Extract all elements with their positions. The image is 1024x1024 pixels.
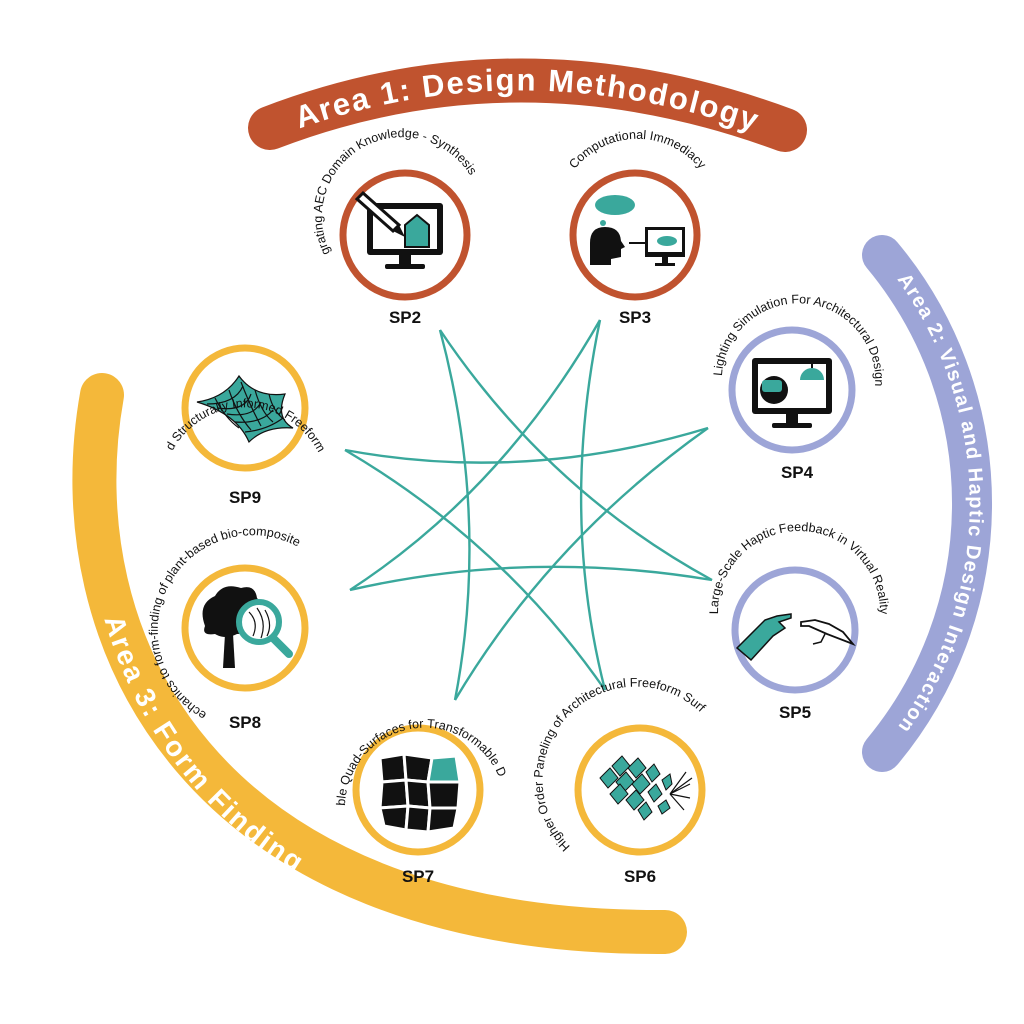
tree-magnifier-icon [202, 586, 293, 668]
project-sp7[interactable]: SP7 [352, 724, 484, 886]
star-curve [349, 565, 713, 592]
star-curve [344, 448, 606, 691]
paneled-surface-icon [599, 755, 693, 821]
star-curve [438, 329, 471, 701]
star-curve [453, 427, 709, 701]
sp8-label: SP8 [229, 713, 261, 732]
sp6-label: SP6 [624, 867, 656, 886]
sp5-label: SP5 [779, 703, 811, 722]
sp9-label: SP9 [229, 488, 261, 507]
area-2-title: Area 2: Visual and Haptic Design Interac… [893, 269, 985, 737]
project-sp8[interactable]: SP8 [181, 564, 309, 732]
star-curve [349, 319, 602, 592]
project-sp2[interactable]: SP2 [339, 169, 471, 327]
star-curve [344, 426, 709, 464]
sp2-label: SP2 [389, 308, 421, 327]
project-sp6[interactable]: SP6 [574, 724, 706, 886]
quad-mesh-icon [378, 752, 462, 834]
sp4-label: SP4 [781, 463, 814, 482]
area-2-band: Area 2: Visual and Haptic Design Interac… [862, 235, 992, 772]
project-sp4[interactable]: SP4 [728, 326, 856, 482]
svg-text:Computational Immediacy: Computational Immediacy [566, 128, 709, 172]
project-sp9[interactable]: SP9 [181, 344, 309, 507]
star-curve [579, 319, 607, 691]
robot-human-hands-icon [735, 613, 856, 662]
project-sp5[interactable]: SP5 [731, 566, 859, 722]
sp3-label: SP3 [619, 308, 651, 327]
monitor-pen-house-icon [354, 190, 443, 269]
sp3-title: Computational Immediacy [566, 128, 709, 172]
connection-star [344, 319, 713, 701]
sp7-label: SP7 [402, 867, 434, 886]
vr-headset-lamp-monitor-icon [752, 358, 832, 428]
project-sp3[interactable]: SP3 [569, 169, 701, 327]
area-3-band: Area 3: Form Finding [72, 373, 687, 955]
svg-text:Area 2: Visual and Haptic Desi: Area 2: Visual and Haptic Design Interac… [893, 269, 987, 737]
area-1-band: Area 1: Design Methodology [248, 58, 807, 152]
star-curve [439, 329, 713, 582]
freeform-grid-surface-icon [196, 374, 294, 444]
head-cloud-monitor-icon [590, 195, 685, 266]
